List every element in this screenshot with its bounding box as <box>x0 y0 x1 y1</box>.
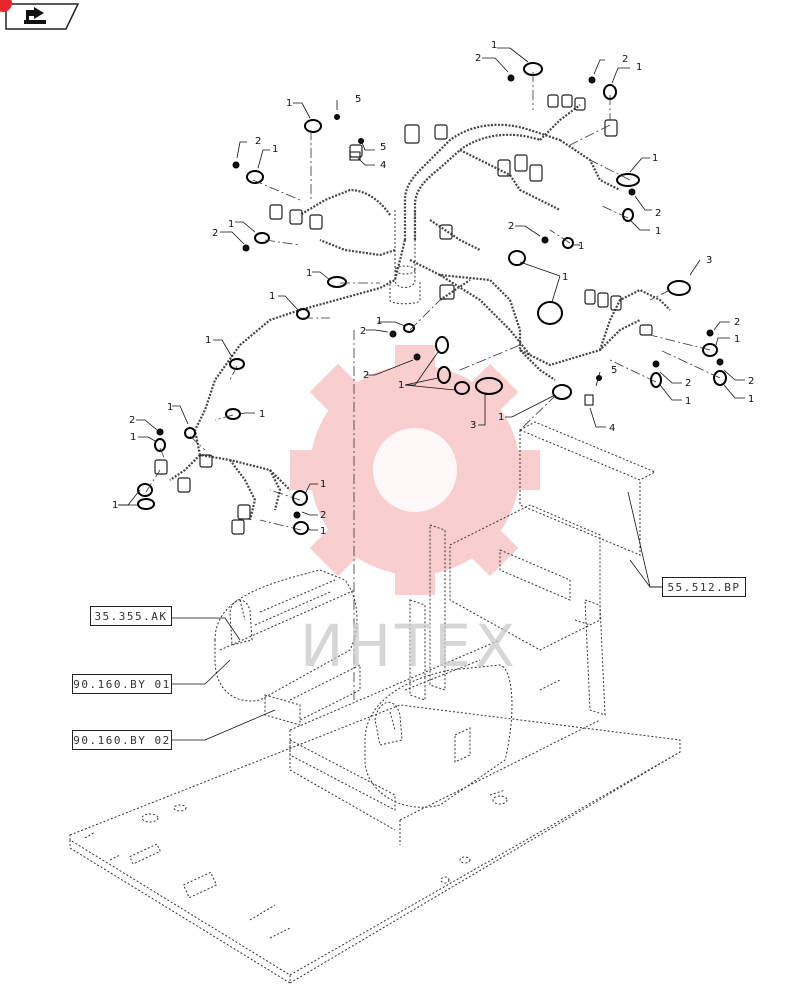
leader-lines <box>118 47 745 741</box>
callout-1: 1 <box>498 412 504 423</box>
callout-1: 1 <box>228 219 234 230</box>
callout-2: 2 <box>255 136 261 147</box>
callout-2: 2 <box>320 510 326 521</box>
callout-5: 5 <box>611 365 617 376</box>
callout-2: 2 <box>655 208 661 219</box>
callout-1: 1 <box>167 402 173 413</box>
callout-4: 4 <box>380 160 386 171</box>
callout-1: 1 <box>306 268 312 279</box>
callout-2: 2 <box>748 376 754 387</box>
callout-1: 1 <box>272 144 278 155</box>
callout-4: 4 <box>609 423 615 434</box>
callout-1: 1 <box>320 479 326 490</box>
callout-1: 1 <box>655 226 661 237</box>
callout-1: 1 <box>652 153 658 164</box>
callout-1: 1 <box>376 316 382 327</box>
status-badge <box>0 0 12 12</box>
alignment-lines <box>145 72 721 700</box>
watermark-text: ИНТЕХ <box>300 612 519 680</box>
callout-2: 2 <box>734 317 740 328</box>
callout-2: 2 <box>508 221 514 232</box>
left-armrest-console <box>214 569 396 811</box>
callout-1: 1 <box>269 291 275 302</box>
callout-2: 2 <box>475 53 481 64</box>
callout-2: 2 <box>622 54 628 65</box>
callout-numbers: 1 2 2 1 1 5 2 1 5 4 1 2 1 1 1 1 2 1 2 1 … <box>112 40 754 537</box>
callout-2: 2 <box>212 228 218 239</box>
harness-connectors <box>154 94 653 535</box>
return-arrow-icon <box>24 7 46 24</box>
fastener-parts <box>156 74 724 519</box>
callout-2: 2 <box>685 378 691 389</box>
callout-1: 1 <box>562 272 568 283</box>
callout-2: 2 <box>129 415 135 426</box>
callout-1: 1 <box>491 40 497 51</box>
harness-stem <box>389 210 421 305</box>
console-frame <box>289 421 657 845</box>
callout-3: 3 <box>706 255 712 266</box>
reference-link-55-512-bp[interactable]: 55.512.BP <box>662 577 746 597</box>
callout-3: 3 <box>470 420 476 431</box>
back-navigation-button[interactable] <box>0 0 80 30</box>
callout-1: 1 <box>130 432 136 443</box>
floor-plate <box>69 679 681 984</box>
callout-1: 1 <box>205 335 211 346</box>
callout-1: 1 <box>734 334 740 345</box>
callout-1: 1 <box>286 98 292 109</box>
callout-1: 1 <box>398 380 404 391</box>
callout-1: 1 <box>259 409 265 420</box>
callout-5: 5 <box>355 94 361 105</box>
callout-1: 1 <box>685 396 691 407</box>
callout-1: 1 <box>748 394 754 405</box>
callout-1: 1 <box>578 241 584 252</box>
callout-5: 5 <box>380 142 386 153</box>
reference-link-35-355-ak[interactable]: 35.355.AK <box>90 606 172 626</box>
callout-1: 1 <box>112 500 118 511</box>
reference-link-90-160-by-02[interactable]: 90.160.BY 02 <box>72 730 172 750</box>
callout-2: 2 <box>363 370 369 381</box>
right-armrest-console <box>364 659 513 808</box>
callout-2: 2 <box>360 326 366 337</box>
callout-1: 1 <box>320 526 326 537</box>
reference-link-90-160-by-01[interactable]: 90.160.BY 01 <box>72 674 172 694</box>
callout-1: 1 <box>636 62 642 73</box>
